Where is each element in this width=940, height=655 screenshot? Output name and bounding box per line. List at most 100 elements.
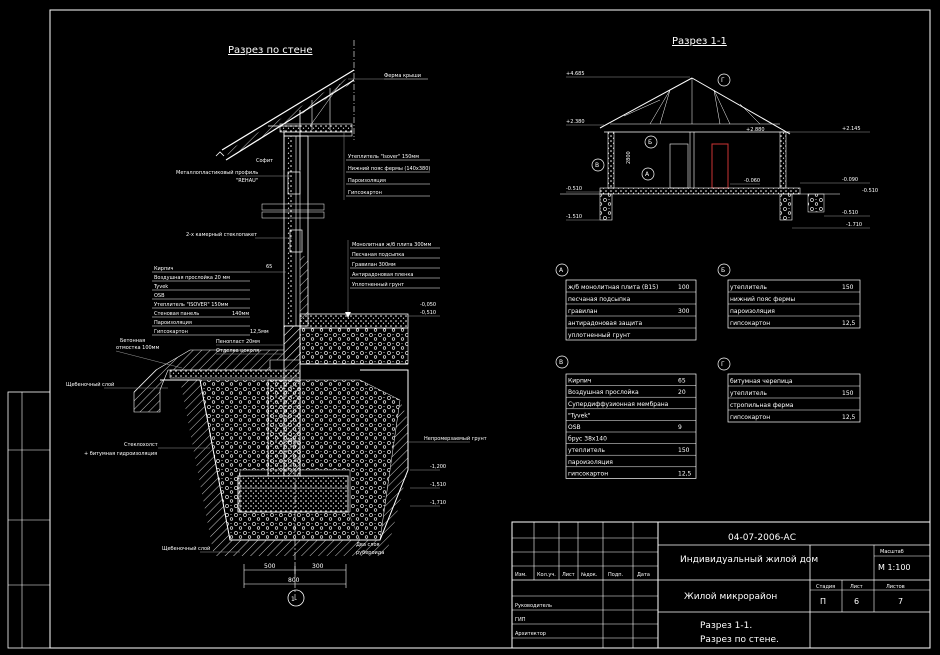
red-door [711, 143, 729, 189]
legend-a: А [555, 263, 569, 277]
legend-row-text: гипсокартон [730, 320, 770, 327]
legend-row-text: утеплитель [730, 284, 767, 291]
fiberglass-label-2: + битумная гидроизоляция [84, 451, 157, 457]
profile-label-2: "REHAU" [236, 178, 258, 184]
level-2380: +2.380 [566, 119, 585, 125]
level-2: -0,510 [420, 310, 436, 316]
wall-section: Разрез по стене Ферма крыши Софит Утепли… [66, 40, 487, 607]
section-levels: +4.685 +2.380 +2.880 +2.145 -0.510 -1.51… [566, 71, 878, 229]
legend-row-text: стропильная ферма [730, 402, 794, 409]
level-5: -1,710 [430, 500, 446, 506]
legend-row-value: 12,5 [842, 320, 856, 327]
project-name: Индивидуальный жилой дом [680, 555, 818, 565]
legend-row-value: 12,5 [842, 414, 856, 421]
dim-140-label: 140мм [232, 311, 249, 317]
level-2880: +2.880 [746, 127, 765, 133]
legend-row-text: антирадоновая защита [568, 320, 643, 327]
legend-row-text: утеплитель [568, 447, 605, 454]
sheet-label: Лист [850, 584, 863, 590]
legend-row-text: утеплитель [730, 390, 767, 397]
roof-layer-0: Утеплитель "Isover" 150мм [348, 154, 419, 160]
legend-b: Б [717, 263, 731, 277]
level-n0090: -0.090 [842, 177, 858, 183]
wall-layer-0: Кирпич [154, 266, 173, 272]
roof-layer-2: Пароизоляция [348, 178, 386, 184]
blind-area-label-1: Бетонная [120, 338, 145, 344]
wall-section-title: Разрез по стене [228, 45, 312, 56]
roof-layer-list: Утеплитель "Isover" 150мм Нижний пояс фе… [343, 132, 430, 200]
legend-row-text: Кирпич [568, 378, 591, 385]
sheets-label: Листов [886, 584, 905, 590]
mark-300: 300 [286, 438, 296, 444]
level-4685: +4.685 [566, 71, 585, 77]
legend-row-text: уплотненный грунт [568, 332, 631, 339]
wall-layer-1: Воздушная прослойка 20 мм [154, 274, 230, 281]
legend-row-text: гипсокартон [730, 414, 770, 421]
roof-layer-3: Гипсокартон [348, 190, 382, 196]
level-n1710: -1.710 [846, 222, 862, 228]
floor-layer-1: Песчаная подсыпка [352, 252, 404, 258]
mark-gamma: Г [721, 77, 725, 84]
section-marks: Г Б В А 2800 [591, 73, 731, 181]
level-4: -1,510 [430, 482, 446, 488]
roof-layer-1: Нижний пояс фермы (140х380) [348, 165, 430, 172]
col-izm: Изм. [515, 572, 527, 578]
legend-row-text: брус 38х140 [568, 436, 607, 443]
col-data: Дата [637, 572, 650, 578]
wall-layer-6: Пароизоляция [154, 320, 192, 326]
wall-layer-2: Tyvek [153, 284, 168, 290]
glazing-label: 2-х камерный стеклопакет [186, 231, 257, 238]
blind-area-label-2: отмостка 100мм [116, 345, 159, 351]
sheet-frame [49, 9, 931, 649]
legend-v: В [555, 355, 569, 369]
roof-truss-label: Ферма крыши [384, 73, 421, 79]
legend-row-value: 150 [842, 284, 854, 291]
legend-row-value: 100 [678, 284, 690, 291]
legend-g: Г [717, 357, 731, 371]
level-n0510-left: -0.510 [566, 186, 582, 192]
legend-row-text: ж/б монолитная плита (B15) [568, 284, 658, 291]
level-n0510-ground: -0.510 [842, 210, 858, 216]
legend-row-value: 300 [678, 308, 690, 315]
legend-row-text: OSB [568, 424, 581, 431]
soffit-label: Софит [256, 158, 273, 164]
legend-row-value: 150 [678, 447, 690, 454]
section-1-1-title: Разрез 1-1 [672, 36, 727, 47]
legend-row-value: 9 [678, 424, 682, 431]
floor-layer-3: Антирадоновая пленка [352, 272, 413, 278]
level-1: -0,050 [420, 302, 436, 308]
dim-65-label: 65 [266, 264, 272, 270]
legend-table-frame [565, 279, 697, 341]
wall-layer-list: Кирпич Воздушная прослойка 20 мм Tyvek O… [152, 266, 286, 336]
legend-row-text: Воздушная прослойка [568, 389, 639, 396]
plinth-label: Отделка цоколя [216, 348, 259, 354]
legend-a-mark: А [559, 267, 564, 274]
area-name: Жилой микрорайон [684, 592, 777, 602]
mark-v: В [595, 162, 599, 169]
bottom-dimensions: 500 300 800 1- [243, 563, 347, 607]
role-1: ГИП [515, 617, 526, 623]
profile-label-1: Металлопластиковый профиль [176, 169, 258, 176]
wall-layer-3: OSB [154, 293, 165, 299]
two-layers-label-1: Два слоя [356, 542, 380, 548]
two-layers-label-2: рубероида [356, 550, 384, 556]
gravel-label-2: Щебеночный слой [162, 545, 210, 552]
floor-layer-4: Уплотненный грунт [352, 281, 404, 288]
dim-300: 300 [312, 563, 324, 570]
scale-label: Масштаб [880, 549, 904, 555]
legend-g-mark: Г [721, 361, 725, 368]
stage-label: Стадия [816, 584, 835, 590]
level-2145: +2.145 [842, 126, 861, 132]
col-ndok: №док. [581, 572, 598, 578]
mark-a: А [645, 171, 650, 178]
section-1-1: Разрез 1-1 [560, 36, 878, 229]
legend-table-frame [565, 373, 697, 479]
floor-slab: -0,050 -0,510 [299, 302, 440, 365]
legend-row-text: гравилан [568, 308, 598, 315]
legend-row-text: гипсокартон [568, 470, 608, 477]
fiberglass-label-1: Стеклохолст [124, 442, 158, 448]
col-list: Лист [562, 572, 575, 578]
dim-12-label: 12,5мм [250, 329, 269, 335]
